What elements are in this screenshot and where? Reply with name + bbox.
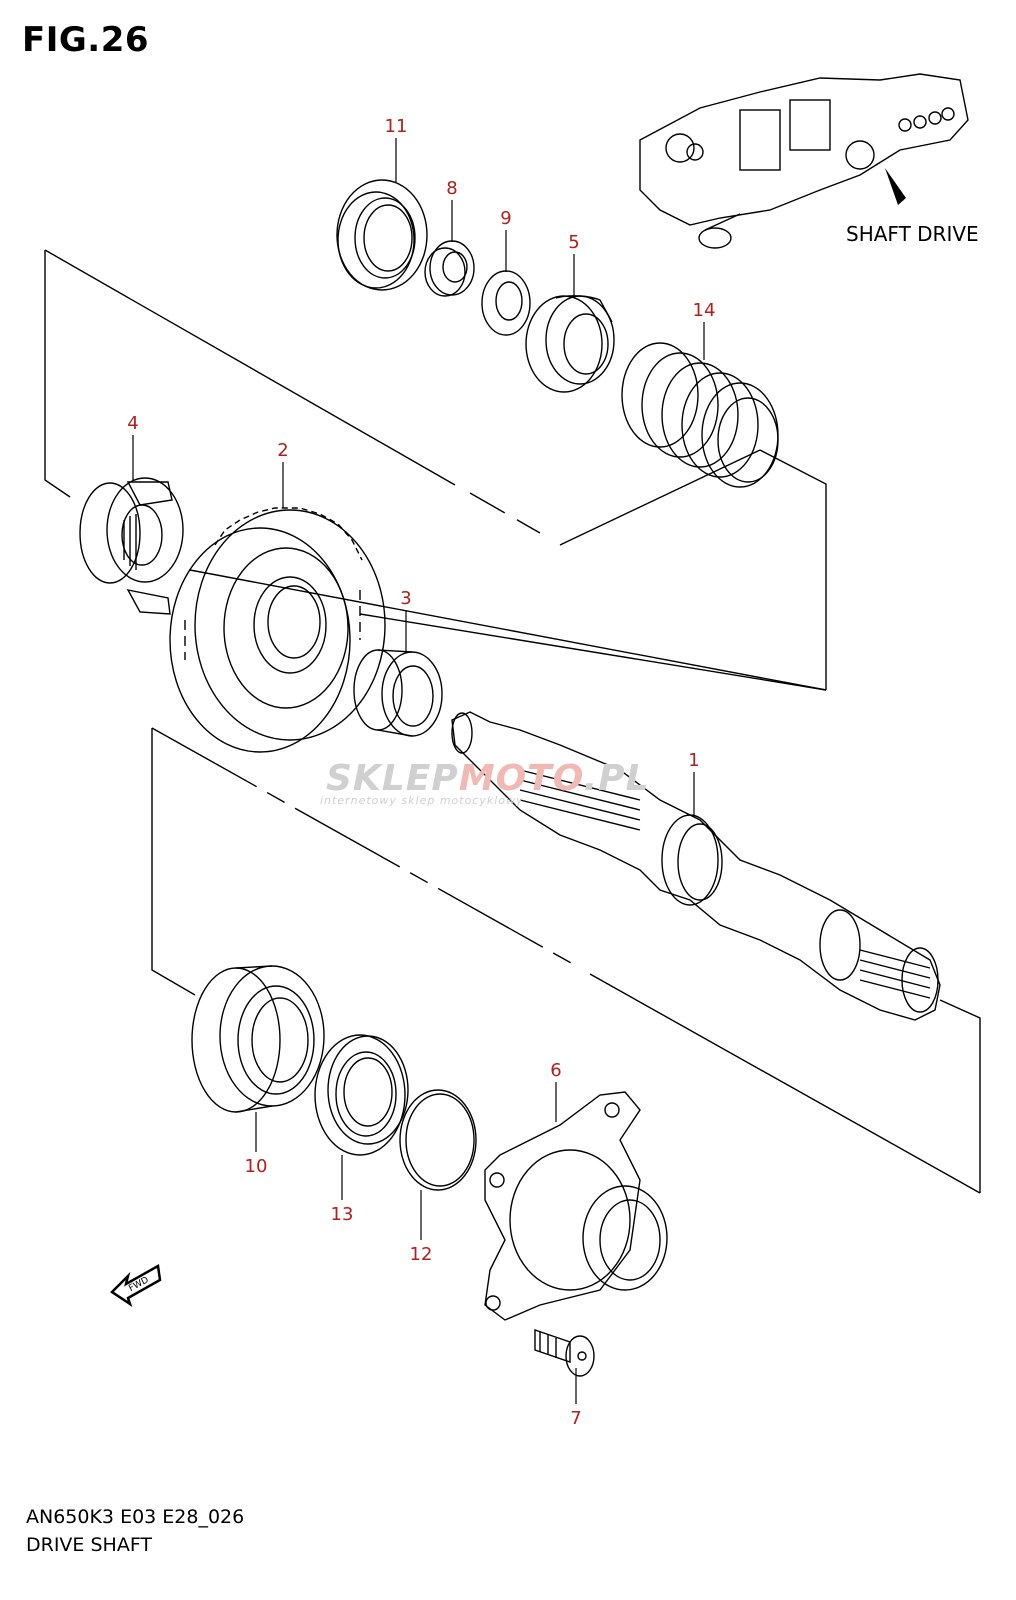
shaft-spline — [519, 769, 931, 999]
inset-label: SHAFT DRIVE — [846, 222, 979, 246]
callout-2: 2 — [277, 440, 289, 461]
upper-assembly-frame — [44, 249, 827, 691]
part-13-oil-seal — [314, 1034, 409, 1156]
lower-assembly-frame — [151, 727, 981, 1194]
part-14-spring — [621, 342, 779, 488]
part-11-oil-seal — [336, 179, 428, 291]
part-8-nut — [424, 240, 475, 297]
part-5-spring-seat — [525, 295, 615, 393]
callout-12: 12 — [409, 1244, 433, 1265]
part-10-bearing — [191, 965, 325, 1113]
part-9-washer — [481, 270, 531, 336]
model-code: AN650K3 E03 E28_026 — [26, 1506, 245, 1528]
shaft-drive-inset — [639, 73, 969, 249]
callout-7: 7 — [570, 1408, 582, 1429]
watermark-tagline: internetowy sklep motocyklowy — [320, 794, 524, 807]
watermark-part-1: SKLEP — [326, 758, 459, 799]
callout-11: 11 — [384, 116, 408, 137]
callout-5: 5 — [568, 232, 580, 253]
callout-14: 14 — [692, 300, 716, 321]
callout-9: 9 — [500, 208, 512, 229]
part-2-gear — [169, 507, 386, 753]
fwd-arrow-icon: FWD — [110, 1264, 162, 1308]
part-3-bushing — [353, 649, 443, 737]
part-12-o-ring — [399, 1089, 477, 1191]
callout-4: 4 — [127, 413, 139, 434]
callout-leader-lines — [132, 138, 705, 1404]
figure-title: FIG.26 — [22, 20, 150, 60]
callout-8: 8 — [446, 178, 458, 199]
callout-3: 3 — [400, 588, 412, 609]
part-7-bolt — [534, 1329, 595, 1377]
part-4-cam — [79, 477, 184, 615]
callout-10: 10 — [244, 1156, 268, 1177]
part-1-drive-shaft — [451, 711, 941, 1021]
watermark-part-3: .PL — [583, 758, 650, 799]
callout-1: 1 — [688, 750, 700, 771]
part-6-housing — [484, 1091, 668, 1321]
watermark-brand: SKLEPMOTO.PL — [326, 758, 650, 799]
watermark-part-2: MOTO — [458, 758, 584, 799]
callout-6: 6 — [550, 1060, 562, 1081]
section-name: DRIVE SHAFT — [26, 1534, 153, 1556]
callout-13: 13 — [330, 1204, 354, 1225]
